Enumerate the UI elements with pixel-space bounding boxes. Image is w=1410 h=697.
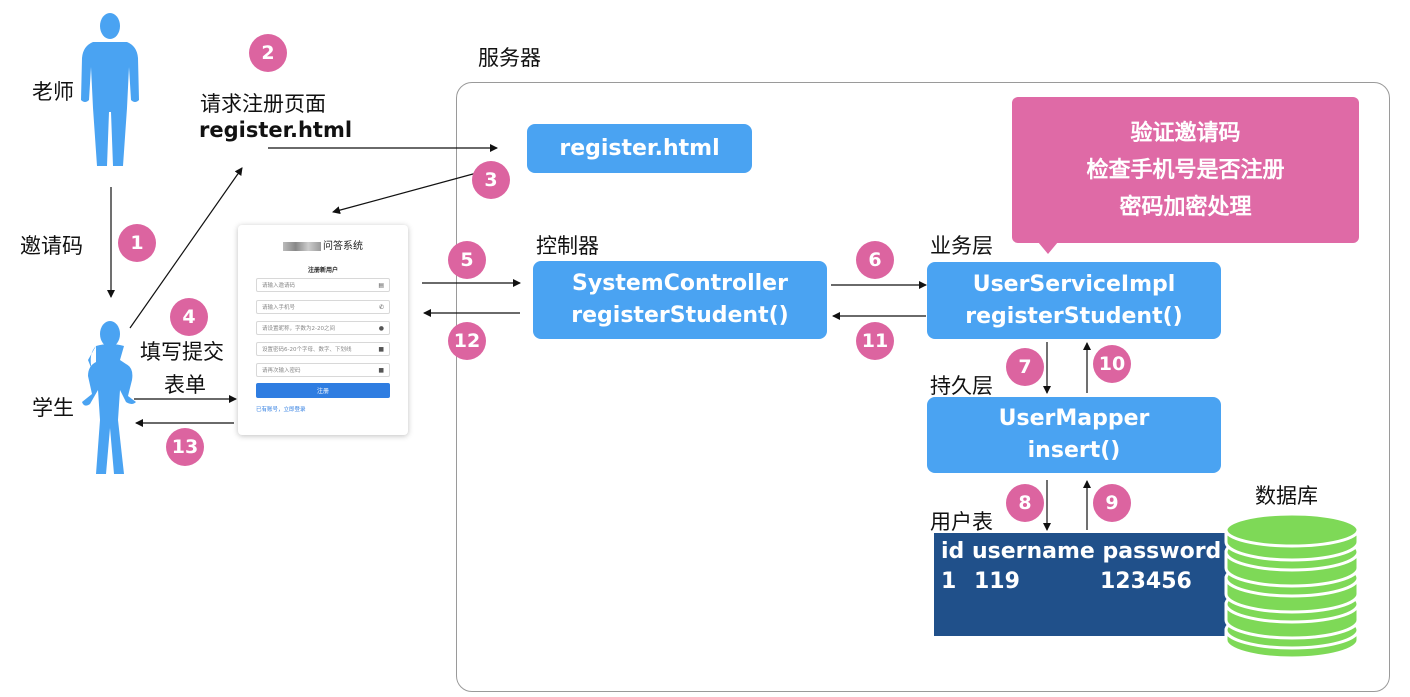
database-icon — [1224, 512, 1360, 660]
login-link[interactable]: 已有账号，立即登录 — [256, 407, 306, 413]
step-badge-11: 11 — [856, 322, 894, 360]
step-badge-7: 7 — [1006, 348, 1044, 386]
step-badge-3: 3 — [472, 161, 510, 199]
controller-method: registerStudent() — [571, 303, 789, 328]
step-badge-5: 5 — [448, 241, 486, 279]
user-table-row-password: 123456 — [1100, 569, 1192, 594]
controller-box: SystemController registerStudent() — [533, 261, 827, 339]
invite-code-placeholder: 请输入邀请码 — [262, 283, 296, 289]
persistence-heading: 持久层 — [930, 374, 993, 398]
password-field[interactable]: 设置密码6-20个字母、数字、下划线 ■ — [256, 342, 390, 356]
note-verify-invite: 验证邀请码 — [1130, 120, 1241, 146]
request-page-label: 请求注册页面 — [200, 92, 326, 116]
database-heading: 数据库 — [1255, 484, 1318, 508]
server-frame — [456, 82, 1390, 692]
service-heading: 业务层 — [930, 234, 993, 258]
step-badge-9: 9 — [1093, 484, 1131, 522]
service-box: UserServiceImpl registerStudent() — [927, 262, 1221, 339]
confirm-password-field[interactable]: 请再次输入密码 ■ — [256, 363, 390, 377]
invite-code-field[interactable]: 请输入邀请码 ▤ — [256, 278, 390, 292]
request-page-filename: register.html — [199, 118, 353, 142]
student-figure-icon — [82, 321, 136, 474]
step-badge-4: 4 — [170, 298, 208, 336]
service-notes-box: 验证邀请码 检查手机号是否注册 密码加密处理 — [1012, 97, 1359, 243]
register-html-text: register.html — [559, 135, 720, 161]
mapper-method: insert() — [1027, 438, 1121, 463]
step-badge-2: 2 — [249, 34, 287, 72]
nickname-placeholder: 请设置昵称，字数为2-20之间 — [262, 326, 335, 332]
phone-placeholder: 请输入手机号 — [262, 305, 296, 311]
note-pointer — [1038, 242, 1058, 254]
nickname-field[interactable]: 请设置昵称，字数为2-20之间 ● — [256, 321, 390, 335]
register-html-box: register.html — [527, 124, 752, 173]
mapper-class: UserMapper — [998, 406, 1150, 431]
arrow-request-page — [129, 167, 243, 329]
lock-icon: ■ — [378, 366, 384, 374]
step-badge-8: 8 — [1006, 484, 1044, 522]
fill-form-label: 填写提交 — [140, 340, 224, 364]
service-class: UserServiceImpl — [972, 271, 1176, 297]
form-title: 问答系统 — [238, 237, 408, 252]
teacher-label: 老师 — [32, 80, 74, 104]
blurred-logo — [283, 241, 321, 251]
fill-form-label-2: 表单 — [164, 373, 206, 397]
form-subtitle: 注册新用户 — [307, 267, 338, 274]
user-table-row-username: 119 — [974, 569, 1020, 594]
phone-icon: ✆ — [378, 303, 384, 311]
arrow-return-page — [332, 167, 496, 215]
step-badge-6: 6 — [856, 241, 894, 279]
step-badge-1: 1 — [118, 224, 156, 262]
form-title-text: 问答系统 — [323, 241, 363, 252]
user-table-heading: 用户表 — [930, 510, 993, 534]
mapper-box: UserMapper insert() — [927, 397, 1221, 473]
controller-heading: 控制器 — [536, 234, 599, 258]
service-method: registerStudent() — [965, 303, 1183, 329]
step-badge-13: 13 — [166, 428, 204, 466]
server-title: 服务器 — [478, 46, 541, 70]
user-table-header: id username password — [941, 539, 1222, 564]
step-badge-10: 10 — [1093, 345, 1131, 383]
user-table: id username password 1 119 123456 — [934, 533, 1227, 636]
phone-field[interactable]: 请输入手机号 ✆ — [256, 300, 390, 314]
teacher-figure-icon — [81, 13, 139, 166]
register-submit-button[interactable]: 注册 — [256, 383, 390, 398]
controller-class: SystemController — [572, 271, 788, 296]
confirm-password-placeholder: 请再次输入密码 — [262, 368, 301, 374]
note-check-phone: 检查手机号是否注册 — [1086, 157, 1285, 183]
user-icon: ● — [378, 324, 384, 332]
note-encrypt-password: 密码加密处理 — [1119, 194, 1252, 220]
invite-code-label: 邀请码 — [20, 234, 83, 258]
password-placeholder: 设置密码6-20个字母、数字、下划线 — [262, 347, 352, 353]
lock-icon: ■ — [378, 345, 384, 353]
student-label: 学生 — [32, 396, 74, 420]
step-badge-12: 12 — [448, 322, 486, 360]
register-form-preview: 问答系统 注册新用户 请输入邀请码 ▤ 请输入手机号 ✆ 请设置昵称，字数为2-20… — [238, 225, 408, 435]
invite-code-icon: ▤ — [378, 281, 384, 289]
user-table-row-id: 1 — [941, 569, 957, 594]
